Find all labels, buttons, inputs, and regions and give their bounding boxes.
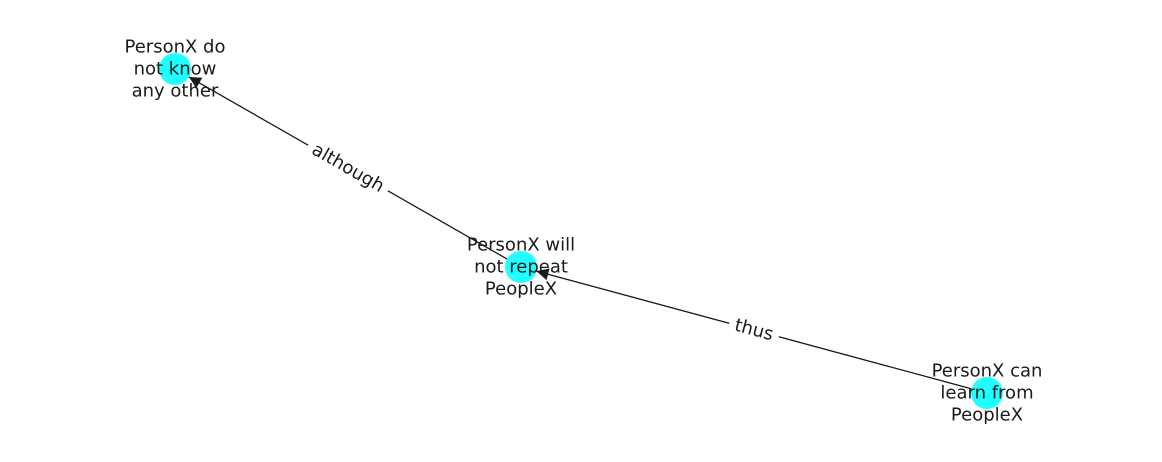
node-label-line: PeopleX [951, 405, 1023, 426]
edge-label-background [301, 134, 395, 202]
node-label-line: not repeat [474, 257, 568, 278]
node-n1 [159, 53, 191, 85]
node-label-line: PersonX can [932, 361, 1043, 382]
nodes-layer [159, 53, 1003, 409]
edge-label: although [308, 139, 388, 197]
edge-label-group: thus [725, 311, 783, 349]
edge-label-group: although [301, 134, 395, 202]
edges-layer [188, 76, 972, 390]
edge-label-background [725, 311, 783, 349]
node-label-line: PersonX do [125, 37, 226, 58]
node-label-line: PersonX will [467, 235, 575, 256]
node-label-line: PeopleX [485, 279, 557, 300]
node-label-line: learn from [940, 383, 1033, 404]
node-n2 [505, 251, 537, 283]
node-n3 [971, 377, 1003, 409]
node-label-line: not know [134, 59, 217, 80]
node-label-line: any other [132, 81, 219, 102]
edge-label: thus [732, 315, 775, 346]
